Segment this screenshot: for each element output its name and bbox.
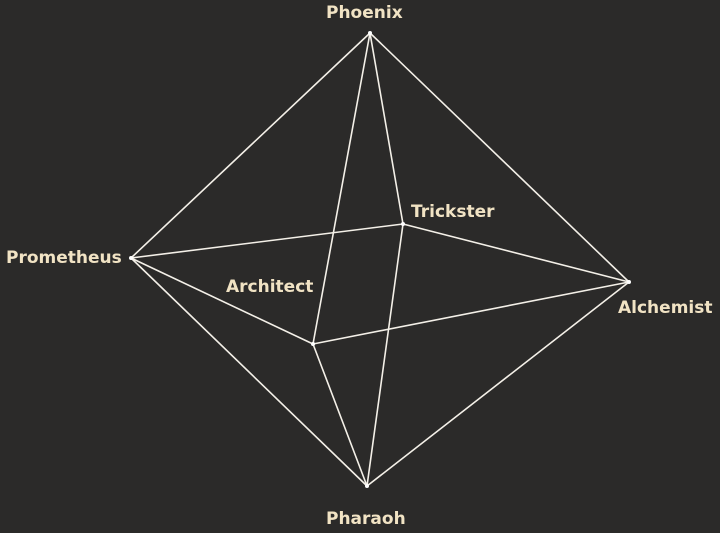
vertex-label-architect: Architect	[226, 277, 314, 297]
edge-phoenix-trickster	[369, 32, 404, 225]
vertex-pharaoh	[365, 484, 369, 488]
edge-trickster-alchemist	[402, 223, 630, 283]
edge-phoenix-alchemist	[369, 32, 630, 283]
vertex-alchemist	[627, 280, 631, 284]
edge-phoenix-architect	[312, 32, 371, 345]
vertex-label-trickster: Trickster	[411, 202, 495, 222]
edge-pharaoh-architect	[312, 343, 368, 487]
edge-alchemist-architect	[312, 281, 630, 345]
edge-prometheus-trickster	[130, 223, 404, 259]
vertex-trickster	[401, 222, 405, 226]
edge-architect-prometheus	[130, 257, 314, 345]
vertex-label-phoenix: Phoenix	[326, 3, 403, 23]
edge-pharaoh-alchemist	[366, 281, 630, 487]
vertex-label-prometheus: Prometheus	[6, 248, 122, 268]
edge-pharaoh-trickster	[366, 223, 404, 487]
vertex-prometheus	[129, 256, 133, 260]
vertex-phoenix	[368, 31, 372, 35]
edge-phoenix-prometheus	[130, 32, 371, 259]
vertex-architect	[311, 342, 315, 346]
edge-pharaoh-prometheus	[130, 257, 368, 487]
vertex-label-alchemist: Alchemist	[618, 298, 713, 318]
vertex-label-pharaoh: Pharaoh	[326, 509, 406, 529]
